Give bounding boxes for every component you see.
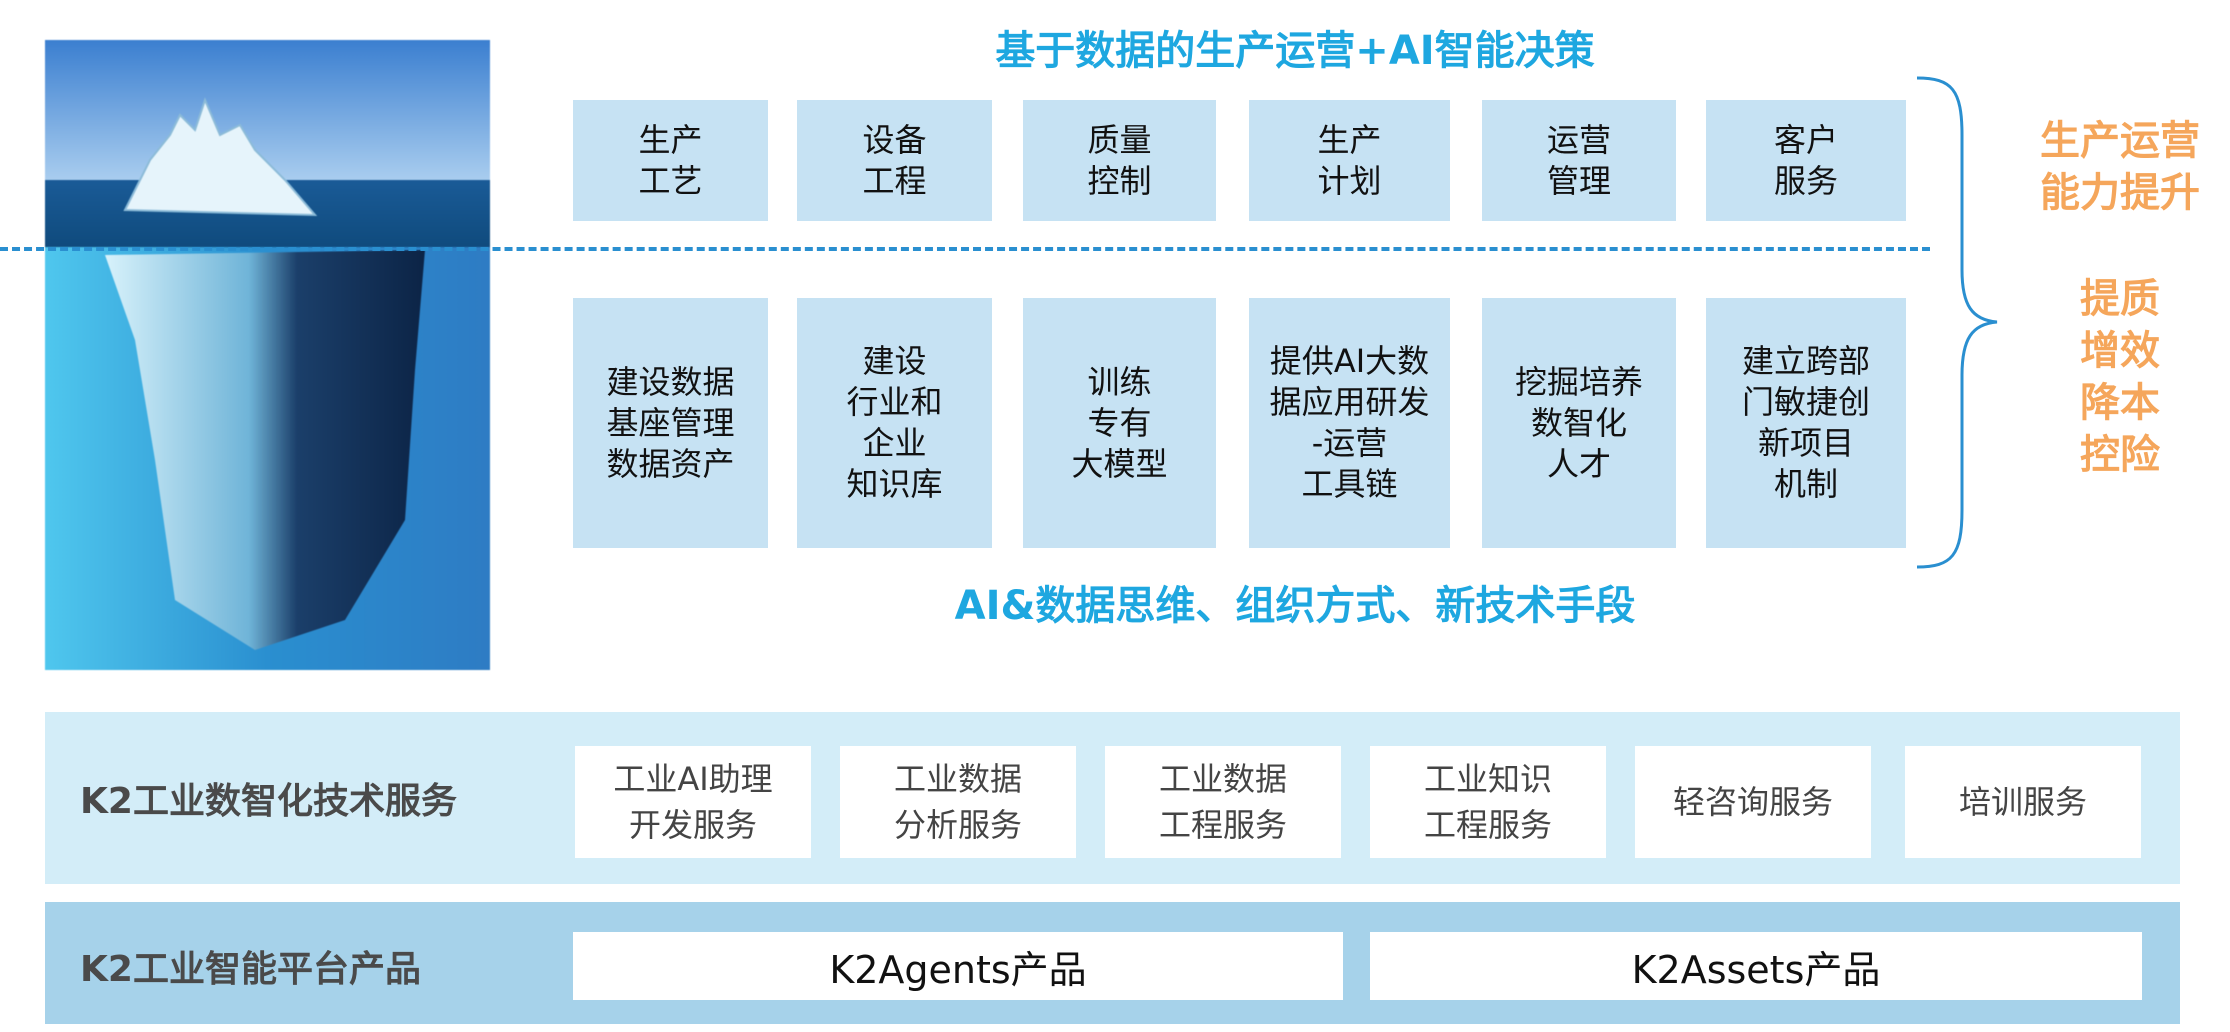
service-box: 工业数据分析服务 [840, 746, 1076, 858]
outcome-line: 增效 [2080, 328, 2160, 374]
box-text-line: 生产 [638, 120, 703, 159]
curly-brace-icon [1916, 76, 1998, 569]
product-k2agents: K2Agents产品 [573, 932, 1343, 1000]
subtitle: AI&数据思维、组织方式、新技术手段 [954, 583, 1636, 629]
foundation-box: 挖掘培养数智化人才 [1482, 298, 1676, 548]
box-text-line: -运营 [1311, 424, 1388, 462]
box-text-line: 工业数据 [1158, 760, 1287, 798]
foundation-box: 提供AI大数据应用研发-运营工具链 [1249, 298, 1450, 548]
header-title: 基于数据的生产运营+AI智能决策 [995, 28, 1595, 74]
foundation-box: 建设行业和企业知识库 [797, 298, 992, 548]
box-text-line: 基座管理 [606, 403, 735, 442]
box-text-line: 知识库 [846, 465, 943, 503]
service-box: 培训服务 [1905, 746, 2141, 858]
capability-box: 质量控制 [1023, 100, 1216, 221]
box-text-line: 数智化 [1530, 403, 1627, 442]
capability-box: 设备工程 [797, 100, 992, 221]
box-text-line: 培训服务 [1958, 783, 2087, 821]
outcome-line: 生产运营 [2040, 118, 2200, 164]
platform-label: K2工业智能平台产品 [80, 949, 421, 990]
outcome-line: 能力提升 [2040, 170, 2200, 216]
box-text-line: 工程 [862, 161, 927, 200]
box-text-line: 数据资产 [606, 444, 735, 483]
foundation-box: 训练专有大模型 [1023, 298, 1216, 548]
waterline-divider [0, 247, 1930, 251]
box-text-line: 计划 [1317, 161, 1382, 200]
foundation-box: 建立跨部门敏捷创新项目机制 [1706, 298, 1906, 548]
box-text-line: 客户 [1773, 120, 1838, 159]
box-text-line: 工程服务 [1423, 806, 1552, 844]
box-text-line: 挖掘培养 [1514, 362, 1643, 401]
box-text-line: 门敏捷创 [1741, 383, 1870, 421]
box-text-line: 服务 [1773, 161, 1838, 200]
product-k2assets: K2Assets产品 [1370, 932, 2142, 1000]
services-band: K2工业数智化技术服务 工业AI助理开发服务工业数据分析服务工业数据工程服务工业… [45, 712, 2180, 884]
box-text-line: 轻咨询服务 [1672, 783, 1833, 821]
box-text-line: 工业数据 [893, 760, 1022, 798]
box-text-line: 建设 [862, 342, 927, 380]
capability-box: 客户服务 [1706, 100, 1906, 221]
outcome-line: 提质 [2080, 276, 2160, 322]
box-text-line: 工艺 [638, 161, 703, 200]
box-text-line: 开发服务 [628, 806, 757, 844]
outcome-capability: 生产运营 能力提升 [2030, 115, 2210, 219]
box-text-line: 提供AI大数 [1269, 342, 1430, 380]
box-text-line: 工业知识 [1423, 760, 1552, 798]
box-text-line: 工业AI助理 [613, 760, 773, 798]
box-text-line: 分析服务 [893, 806, 1022, 844]
box-text-line: 行业和 [846, 383, 943, 421]
box-text-line: 据应用研发 [1269, 383, 1430, 421]
box-text-line: 训练 [1087, 362, 1152, 401]
capability-box: 生产工艺 [573, 100, 768, 221]
box-text-line: 人才 [1546, 444, 1611, 483]
box-text-line: 质量 [1087, 120, 1152, 159]
box-text-line: 管理 [1546, 161, 1611, 200]
platform-band: K2工业智能平台产品 K2Agents产品 K2Assets产品 [45, 902, 2180, 1024]
box-text-line: 工程服务 [1158, 806, 1287, 844]
box-text-line: 生产 [1317, 120, 1382, 159]
outcome-line: 控险 [2080, 432, 2160, 478]
box-text-line: 企业 [862, 424, 927, 462]
service-box: 工业AI助理开发服务 [575, 746, 811, 858]
box-text-line: 专有 [1087, 403, 1152, 442]
box-text-line: 运营 [1546, 120, 1611, 159]
capability-box: 生产计划 [1249, 100, 1450, 221]
box-text-line: 新项目 [1757, 424, 1854, 462]
service-box: 工业知识工程服务 [1370, 746, 1606, 858]
iceberg-image [45, 40, 490, 670]
box-text-line: 设备 [862, 120, 927, 159]
foundation-box: 建设数据基座管理数据资产 [573, 298, 768, 548]
services-label: K2工业数智化技术服务 [80, 781, 457, 822]
box-text-line: 建设数据 [606, 362, 735, 401]
outcome-benefits: 提质 增效 降本 控险 [2030, 273, 2210, 481]
capability-box: 运营管理 [1482, 100, 1676, 221]
service-box: 轻咨询服务 [1635, 746, 1871, 858]
outcome-line: 降本 [2080, 380, 2160, 426]
box-text-line: 控制 [1087, 161, 1152, 200]
box-text-line: 建立跨部 [1741, 342, 1870, 380]
box-text-line: 工具链 [1301, 465, 1398, 503]
box-text-line: 机制 [1773, 465, 1838, 503]
box-text-line: 大模型 [1071, 444, 1168, 483]
service-box: 工业数据工程服务 [1105, 746, 1341, 858]
